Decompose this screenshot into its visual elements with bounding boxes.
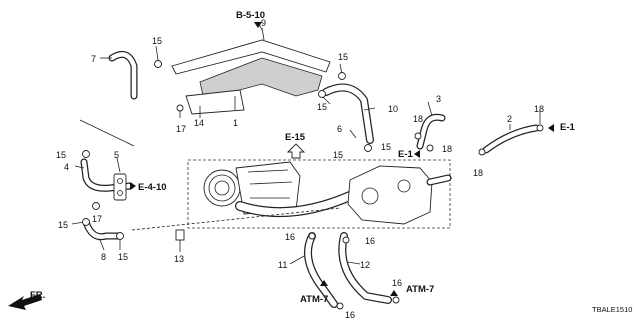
ref-e-4-10: E-4-10 <box>138 182 167 193</box>
ref-e-1-right: E-1 <box>560 122 576 133</box>
callout-4: 4 <box>64 162 69 172</box>
callout-10: 10 <box>388 104 398 114</box>
engine-area-box <box>187 159 451 229</box>
callout-2: 2 <box>507 114 512 124</box>
callout-11: 11 <box>278 260 287 270</box>
callout-18a: 18 <box>413 114 423 124</box>
callout-15b: 15 <box>338 52 348 62</box>
callout-12: 12 <box>360 260 370 270</box>
forward-arrow-icon <box>8 294 42 310</box>
up-arrow-icon <box>286 143 306 159</box>
callout-5: 5 <box>114 150 119 160</box>
part-2-hose <box>482 124 540 154</box>
reference-arrows <box>130 22 554 296</box>
part-5-plate <box>113 173 127 201</box>
callout-14: 14 <box>194 118 204 128</box>
callout-15c: 15 <box>317 102 327 112</box>
callout-18c: 18 <box>473 168 483 178</box>
part-9-bracket <box>171 27 331 115</box>
callout-9: 9 <box>261 18 266 28</box>
callout-15a: 15 <box>152 36 162 46</box>
leader-lines <box>71 21 541 265</box>
ref-b-5-10: B-5-10 <box>236 10 265 21</box>
callout-18d: 18 <box>534 104 544 114</box>
callout-18b: 18 <box>442 144 452 154</box>
callout-16b: 16 <box>365 236 375 246</box>
callout-8: 8 <box>101 252 106 262</box>
part-12-hose <box>338 232 392 304</box>
part-4-hose <box>80 158 134 192</box>
callout-7: 7 <box>91 54 96 64</box>
water-pump <box>203 161 301 215</box>
ref-atm-7-right: ATM-7 <box>406 284 434 295</box>
thermostat-housing <box>347 165 453 225</box>
part-11-hose <box>304 232 338 308</box>
callout-15d: 15 <box>333 150 343 160</box>
ref-e-15: E-15 <box>285 132 306 143</box>
callout-1: 1 <box>233 118 238 128</box>
callout-17a: 17 <box>176 124 186 134</box>
callout-13: 13 <box>174 254 184 264</box>
front-direction-label: FR. <box>30 290 45 301</box>
callout-16c: 16 <box>392 278 402 288</box>
part-callouts: 1 2 3 4 5 6 7 8 9 10 11 12 13 14 15 15 1… <box>56 18 544 320</box>
callout-16d: 16 <box>345 310 355 320</box>
callout-6: 6 <box>337 124 342 134</box>
clamps <box>82 60 544 310</box>
callout-16a: 16 <box>285 232 295 242</box>
callout-15h: 15 <box>118 252 128 262</box>
callout-15f: 15 <box>56 150 66 160</box>
callout-17b: 17 <box>92 214 102 224</box>
part-10-hose <box>322 83 374 144</box>
part-3-hose <box>416 113 446 150</box>
diagram-code: TBALE1510 <box>592 305 632 314</box>
ref-e-1-left: E-1 <box>398 149 414 160</box>
part-8-hose <box>82 218 122 241</box>
callout-3: 3 <box>436 94 441 104</box>
ref-atm-7-left: ATM-7 <box>300 294 328 305</box>
callout-15e: 15 <box>381 142 391 152</box>
main-water-pipe <box>235 191 355 218</box>
part-7-hose <box>108 50 138 100</box>
callout-15g: 15 <box>58 220 68 230</box>
